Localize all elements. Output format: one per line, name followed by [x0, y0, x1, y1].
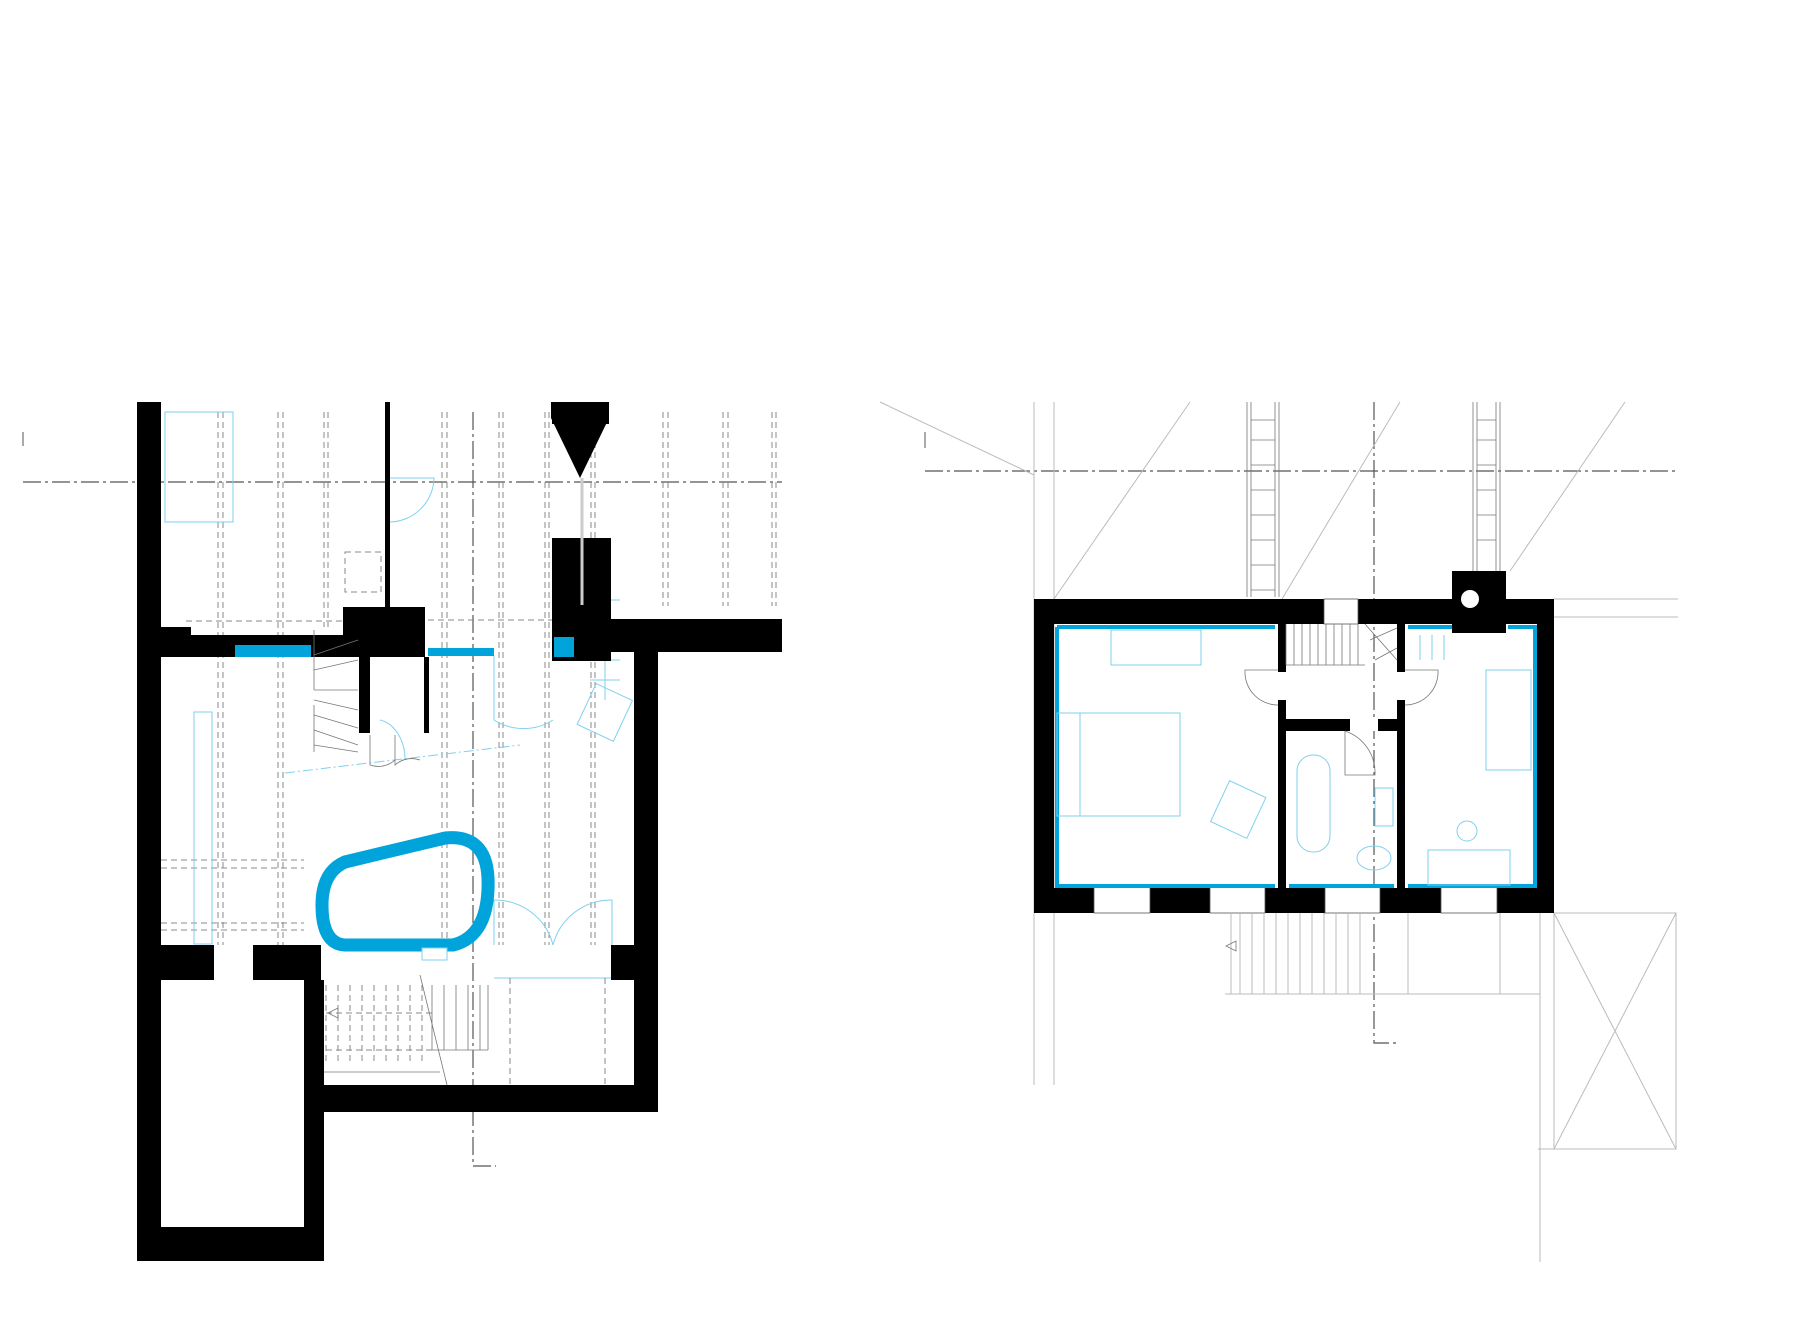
armchair [576, 682, 634, 742]
chimney-flue [1461, 590, 1479, 608]
bathtub [1296, 754, 1331, 853]
ladders [1246, 402, 1501, 597]
toilet [1356, 845, 1392, 871]
walls [137, 402, 782, 1261]
new-lining [1055, 625, 1537, 888]
upper-floor-plan [879, 401, 1678, 1262]
door-swing [493, 655, 554, 730]
staircase [1225, 623, 1501, 994]
staircase [313, 630, 489, 1086]
shelving [1419, 635, 1445, 660]
single-bed [1485, 669, 1532, 771]
new-elements [235, 637, 574, 657]
stool [1456, 820, 1478, 842]
oval-pod [315, 831, 495, 952]
oval-axis [284, 744, 521, 774]
sink [1374, 787, 1394, 827]
armchair [1209, 780, 1267, 840]
shelf [193, 711, 213, 945]
desk [1110, 629, 1202, 666]
pod-door [421, 947, 448, 961]
bed-outline [164, 411, 234, 523]
furniture [1056, 629, 1532, 886]
walls [1034, 571, 1554, 913]
furniture [164, 411, 634, 1085]
windows [1093, 598, 1498, 914]
table [1427, 849, 1511, 886]
door-swing [379, 719, 406, 761]
doors [1244, 669, 1439, 776]
beam-lines [161, 412, 777, 945]
bedside [1056, 712, 1081, 817]
door-swing [389, 477, 435, 523]
section-axis-vertical [472, 412, 496, 1167]
entrance-arrow-icon [551, 402, 609, 478]
double-door-swing [493, 899, 613, 979]
double-bed [1079, 712, 1181, 817]
lower-floor-plan [22, 402, 782, 1261]
